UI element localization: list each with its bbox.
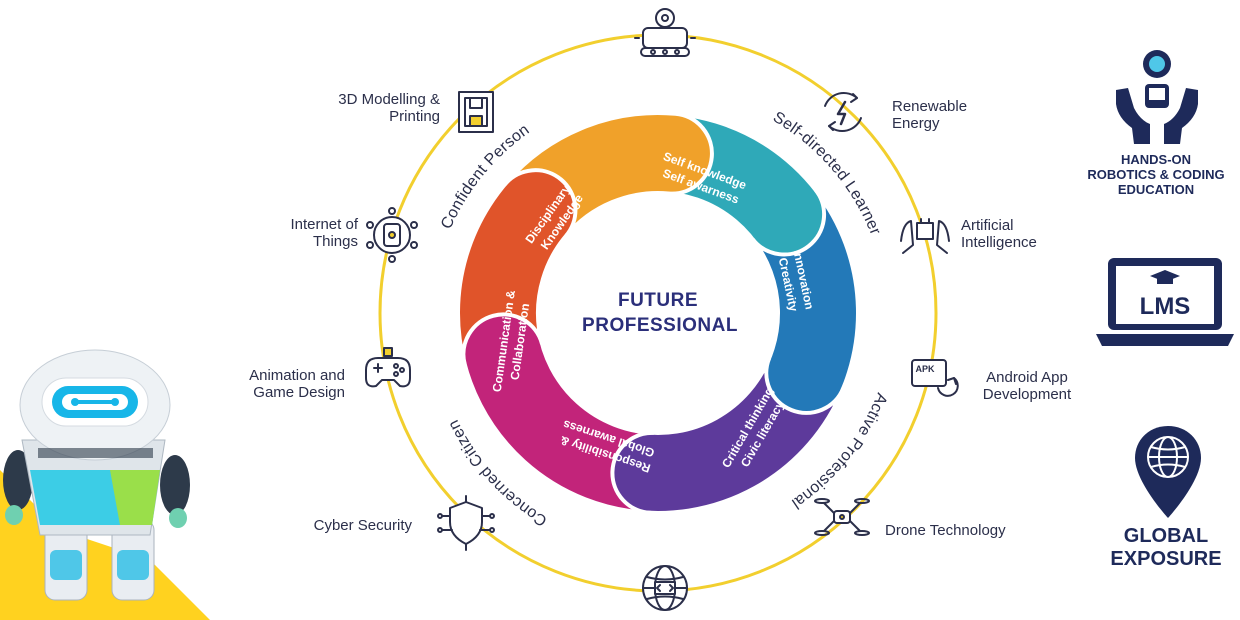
tech-label-android-line1: Android App <box>986 369 1068 386</box>
lms-label: LMS <box>1140 293 1191 320</box>
hands-robot-icon <box>1116 50 1198 144</box>
tech-label-drone-line1: Drone Technology <box>885 522 1006 539</box>
tech-label-3d-printing-line2: Printing <box>389 108 440 125</box>
center-title-line1: FUTURE <box>618 290 698 311</box>
tech-label-iot-line2: Things <box>312 233 358 250</box>
tech-label-ai-line1: Artificial <box>961 217 1014 234</box>
tech-label-animation: Animation and Game Design <box>200 367 345 401</box>
game-controller-icon <box>365 347 411 388</box>
3d-printer-icon <box>458 91 494 133</box>
center-title-line2: PROFESSIONAL <box>582 315 738 336</box>
tech-label-renewable-line2: Energy <box>892 115 940 132</box>
global-exposure-line2: EXPOSURE <box>1110 548 1222 570</box>
laptop-lms-icon: LMS <box>1096 258 1234 346</box>
robotics-caption-line1: HANDS-ON <box>1120 152 1192 167</box>
robotics-caption-line3: EDUCATION <box>1117 182 1195 197</box>
ai-chip-icon <box>900 218 950 254</box>
tech-label-animation-line1: Animation and <box>249 367 345 384</box>
shield-circuit-icon <box>437 495 495 551</box>
segment-disciplinary <box>503 111 714 238</box>
apk-icon-text: APK <box>915 364 935 374</box>
global-exposure-line1: GLOBAL <box>1123 525 1209 547</box>
tech-label-animation-line2: Game Design <box>253 384 345 401</box>
apk-icon <box>911 359 959 397</box>
tech-label-drone: Drone Technology <box>885 522 1035 539</box>
iot-network-icon <box>366 207 418 263</box>
renewable-energy-icon <box>824 91 862 133</box>
tech-label-ai-line2: Intelligence <box>961 234 1037 251</box>
global-exposure-caption: GLOBAL EXPOSURE <box>1098 525 1234 571</box>
tech-label-android: Android App Development <box>967 369 1087 403</box>
tech-label-renewable: Renewable Energy <box>892 98 1012 132</box>
segments-group <box>456 111 860 515</box>
globe-code-icon <box>642 565 688 611</box>
tech-label-renewable-line1: Renewable <box>892 98 968 115</box>
tech-label-cyber: Cyber Security <box>270 517 412 534</box>
tech-label-iot-line1: Internet of <box>290 216 358 233</box>
tech-label-iot: Internet of Things <box>240 216 358 250</box>
tech-label-ai: Artificial Intelligence <box>961 217 1081 251</box>
tech-label-3d-printing-line1: 3D Modelling & <box>338 91 440 108</box>
robotics-caption-line2: ROBOTICS & CODING <box>1087 167 1225 182</box>
location-globe-icon <box>1135 426 1201 518</box>
tech-label-3d-printing: 3D Modelling & Printing <box>300 91 440 125</box>
drone-icon <box>814 498 870 536</box>
tech-label-cyber-line1: Cyber Security <box>313 517 412 534</box>
robotics-caption: HANDS-ON ROBOTICS & CODING EDUCATION <box>1078 152 1234 197</box>
robot-icon <box>634 8 696 57</box>
tech-label-android-line2: Development <box>982 386 1072 403</box>
